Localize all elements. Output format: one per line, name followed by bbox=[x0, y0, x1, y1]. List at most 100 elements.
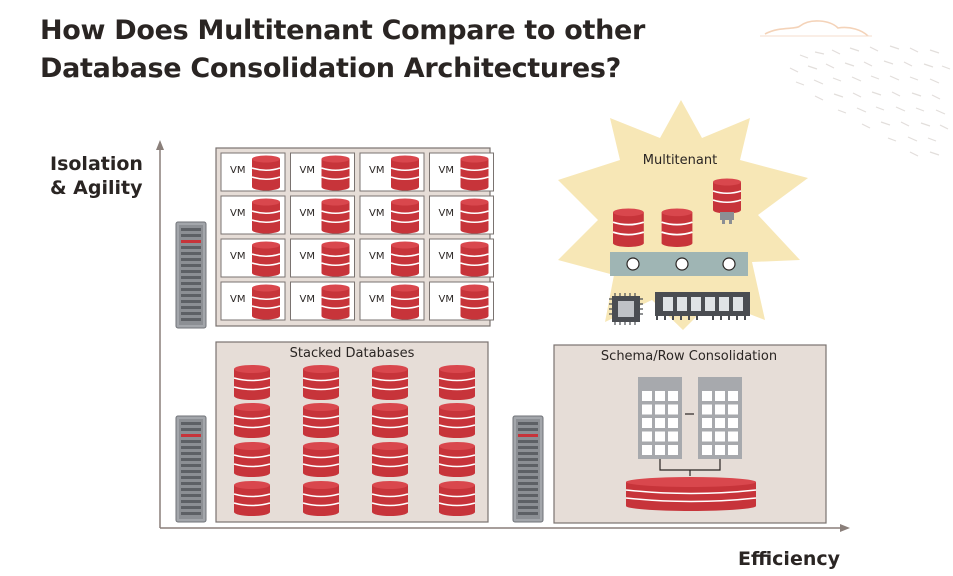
stacked-database-icon bbox=[233, 480, 271, 517]
memory-stick-icon bbox=[655, 292, 750, 320]
container-bus-icon bbox=[610, 252, 748, 276]
stacked-databases-label: Stacked Databases bbox=[289, 346, 415, 361]
table-cell bbox=[642, 418, 652, 428]
vm-cell bbox=[429, 238, 494, 278]
vm-database-icon bbox=[390, 154, 420, 192]
vm-database-icon bbox=[459, 197, 490, 235]
stacked-database-icon bbox=[371, 480, 409, 517]
table-cell bbox=[668, 418, 678, 428]
vm-cell bbox=[290, 281, 355, 321]
vm-cell bbox=[290, 152, 355, 192]
vm-panel bbox=[215, 147, 494, 327]
vm-cell bbox=[429, 195, 494, 235]
schema-row-label: Schema/Row Consolidation bbox=[600, 349, 778, 364]
stacked-database-icon bbox=[302, 441, 340, 478]
schema-server-icon bbox=[512, 415, 544, 523]
table-cell bbox=[702, 404, 712, 415]
table-cell bbox=[642, 445, 652, 455]
vm-database-icon bbox=[320, 240, 351, 278]
table-cell bbox=[728, 445, 738, 455]
vm-database-icon bbox=[320, 283, 351, 321]
multitenant-label: Multitenant bbox=[642, 153, 718, 168]
schema-table-left-icon bbox=[638, 377, 682, 459]
vm-database-icon bbox=[251, 240, 281, 278]
vm-cell bbox=[220, 281, 286, 321]
table-cell bbox=[668, 445, 678, 455]
table-cell bbox=[702, 431, 712, 442]
cpu-chip-icon bbox=[609, 293, 643, 325]
table-cell bbox=[642, 431, 652, 442]
stacked-database-icon bbox=[371, 364, 409, 401]
table-cell bbox=[715, 404, 725, 415]
table-cell bbox=[715, 391, 725, 401]
schema-connector bbox=[659, 459, 721, 476]
table-cell bbox=[728, 418, 738, 428]
table-cell bbox=[702, 445, 712, 455]
table-cell bbox=[668, 404, 678, 415]
table-cell bbox=[668, 391, 678, 401]
table-cell bbox=[642, 391, 652, 401]
vm-database-icon bbox=[390, 197, 420, 235]
table-cell bbox=[702, 391, 712, 401]
stacked-database-icon bbox=[302, 480, 340, 517]
vm-cell bbox=[429, 281, 494, 321]
stacked-database-icon bbox=[438, 480, 476, 517]
table-cell bbox=[715, 445, 725, 455]
multitenant-db-2 bbox=[660, 207, 694, 248]
stacked-database-icon bbox=[438, 402, 476, 439]
schema-row-panel bbox=[553, 344, 827, 524]
vm-cell bbox=[220, 238, 286, 278]
stacked-database-icon bbox=[438, 364, 476, 401]
table-cell bbox=[655, 404, 665, 415]
consolidated-database-icon bbox=[625, 477, 757, 511]
vm-database-icon bbox=[320, 197, 351, 235]
vm-cell bbox=[290, 238, 355, 278]
vm-cell bbox=[220, 152, 286, 192]
stacked-database-icon bbox=[438, 441, 476, 478]
multitenant-plug-db bbox=[712, 177, 742, 224]
stacked-database-icon bbox=[233, 402, 271, 439]
stacked-database-icon bbox=[233, 364, 271, 401]
decorative-cloud bbox=[760, 20, 872, 37]
vm-database-icon bbox=[390, 283, 420, 321]
vm-database-icon bbox=[320, 154, 351, 192]
vm-database-icon bbox=[459, 154, 490, 192]
stacked-database-icon bbox=[371, 441, 409, 478]
vm-cell bbox=[359, 152, 425, 192]
table-cell bbox=[728, 431, 738, 442]
x-axis-arrow bbox=[840, 524, 850, 532]
table-cell bbox=[655, 418, 665, 428]
decorative-feather-pattern bbox=[789, 45, 951, 157]
vm-cell bbox=[220, 195, 286, 235]
vm-database-icon bbox=[390, 240, 420, 278]
stacked-database-icon bbox=[302, 364, 340, 401]
stacked-database-icon bbox=[233, 441, 271, 478]
table-cell bbox=[642, 404, 652, 415]
table-cell bbox=[668, 431, 678, 442]
stacked-databases-panel bbox=[215, 341, 489, 523]
table-cell bbox=[655, 391, 665, 401]
table-cell bbox=[655, 445, 665, 455]
vm-cell bbox=[429, 152, 494, 192]
stacked-database-icon bbox=[371, 402, 409, 439]
vm-cell bbox=[359, 238, 425, 278]
vm-cell bbox=[359, 281, 425, 321]
vm-database-icon bbox=[459, 283, 490, 321]
y-axis-label: Isolation & Agility bbox=[50, 153, 143, 199]
table-cell bbox=[715, 431, 725, 442]
stacked-database-icon bbox=[302, 402, 340, 439]
table-cell bbox=[715, 418, 725, 428]
table-cell bbox=[655, 431, 665, 442]
table-cell bbox=[728, 391, 738, 401]
page-title: How Does Multitenant Compare to other Da… bbox=[40, 15, 646, 84]
vm-cell bbox=[359, 195, 425, 235]
multitenant-db-1 bbox=[612, 207, 645, 248]
vm-server-icon bbox=[175, 221, 207, 329]
x-axis-label: Efficiency bbox=[738, 548, 841, 570]
table-cell bbox=[702, 418, 712, 428]
schema-table-right-icon bbox=[698, 377, 742, 459]
table-cell bbox=[728, 404, 738, 415]
vm-database-icon bbox=[459, 240, 490, 278]
vm-database-icon bbox=[251, 154, 281, 192]
